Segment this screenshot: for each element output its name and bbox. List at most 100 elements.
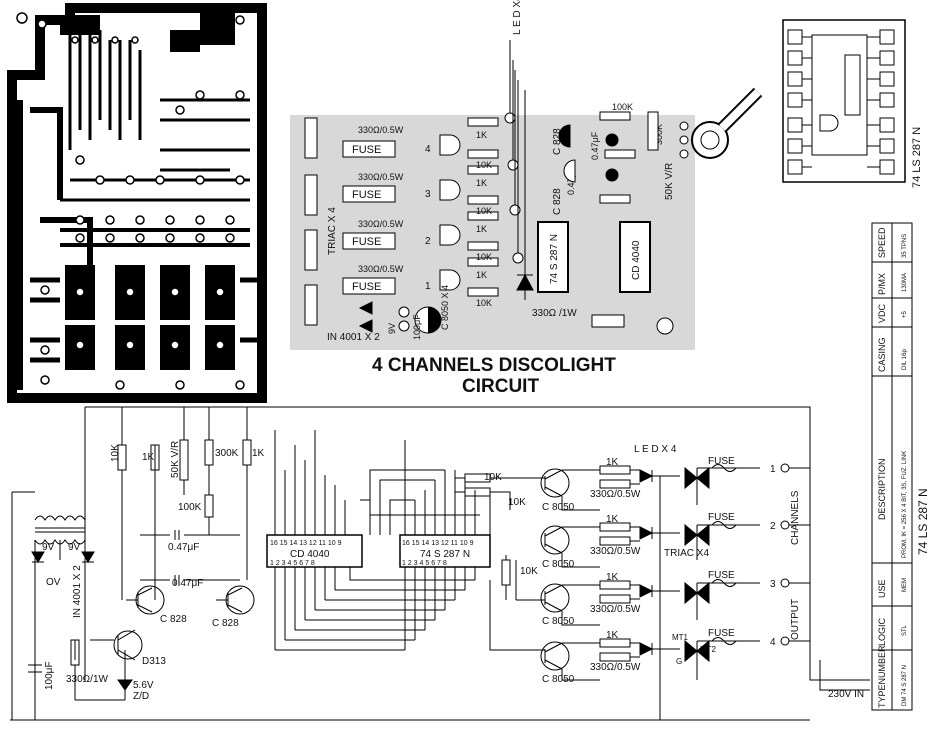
layout-triac-label: TRIAC X 4: [327, 207, 338, 255]
ic1-pins-top: 16 15 14 13 12 11 10 9: [270, 540, 342, 547]
sch-r10k-1: 10K: [484, 472, 502, 483]
table-cell-pmx: 130MA: [902, 273, 908, 292]
chip-pinout-label: 74 LS 287 N: [911, 127, 923, 188]
sch-out-3: 3: [770, 579, 776, 590]
layout-pot: 50K V/R: [664, 163, 675, 200]
sch-mt2: MT2: [700, 645, 717, 654]
sch-cap047-1: 0.47μF: [168, 542, 199, 553]
ic1-pins-bottom: 1 2 3 4 5 6 7 8: [270, 560, 315, 567]
sch-c8050-2: C 8050: [542, 559, 575, 570]
layout-r10k-3: 10K: [476, 252, 492, 262]
table-header-logic: LOGIC: [877, 617, 887, 646]
table-header-casing: CASING: [877, 337, 887, 372]
pcb-board: [0, 3, 267, 403]
layout-fuse-4: FUSE: [352, 144, 381, 156]
sch-d313: D313: [142, 656, 166, 667]
layout-c828-bottom: C 828: [552, 188, 563, 215]
sch-output: OUTPUT: [790, 599, 801, 640]
layout-9v: 9V: [387, 323, 397, 334]
table-cell-casing: DIL 16p: [902, 349, 908, 370]
sch-fuse-1: FUSE: [708, 456, 735, 467]
sch-c8050-4: C 8050: [542, 674, 575, 685]
layout-r10k-2: 10K: [476, 206, 492, 216]
table-side-label: 74 LS 287 N: [916, 488, 930, 555]
sch-triac-x4: TRIAC X4: [664, 548, 709, 559]
sch-zener-v: 5.6V: [133, 680, 154, 691]
sch-c8050-1: C 8050: [542, 502, 575, 513]
sch-cap100: 100μF: [44, 661, 55, 690]
sch-c828-2: C 828: [212, 618, 239, 629]
table-cell-vdc: +5: [902, 310, 908, 318]
sch-fuse-2: FUSE: [708, 512, 735, 523]
layout-led-label: L E D X4: [512, 0, 523, 35]
table-cell-speed: 35 TPNS: [902, 234, 908, 258]
spec-table: TYPENUMBER LOGIC USE DESCRIPTION CASING …: [871, 222, 930, 711]
sch-r1k-right: 1K: [252, 448, 265, 459]
table-header-vdc: VDC: [877, 303, 887, 323]
layout-r300k: 300K: [654, 124, 664, 145]
sch-r330-1: 330Ω/0.5W: [590, 489, 641, 500]
table-cell-logic: STL: [902, 624, 908, 636]
layout-r1k-1: 1K: [476, 130, 487, 140]
sch-r330-3: 330Ω/0.5W: [590, 604, 641, 615]
ic2-pins-bottom: 1 2 3 4 5 6 7 8: [402, 560, 447, 567]
layout-r330-1w: 330Ω /1W: [532, 308, 577, 319]
layout-r100k: 100K: [612, 102, 633, 112]
table-cell-typenumber: DM 74 S 287 N: [902, 665, 908, 706]
component-layout: TRIAC X 4 FUSE FUSE FUSE FUSE 330Ω/0.5W …: [290, 0, 763, 350]
table-header-use: USE: [877, 579, 887, 598]
table-header-typenumber: TYPENUMBER: [877, 645, 887, 708]
sch-r1k-3: 1K: [606, 572, 619, 583]
sch-r10k-2: 10K: [508, 497, 526, 508]
layout-ic-74s: 74 S 287 N: [549, 234, 560, 284]
layout-fuse-2: FUSE: [352, 236, 381, 248]
sch-r330-2: 330Ω/0.5W: [590, 546, 641, 557]
sch-out-4: 4: [770, 637, 776, 648]
sch-led-label: L E D X 4: [634, 444, 677, 455]
layout-r10k-1: 10K: [476, 160, 492, 170]
sch-mt1: MT1: [672, 633, 689, 642]
layout-diode: IN 4001 X 2: [327, 332, 380, 343]
sch-r1k-1: 1K: [606, 457, 619, 468]
sch-fuse-3: FUSE: [708, 570, 735, 581]
sch-diode: IN 4001 X 2: [72, 565, 83, 618]
sch-r1k-4: 1K: [606, 630, 619, 641]
diagram-title-line2: CIRCUIT: [462, 376, 539, 397]
layout-ch2: 2: [425, 236, 431, 247]
layout-power-section: IN 4001 X 2 9V 100μF C 8050 X 4 330Ω /1W: [327, 273, 577, 343]
layout-r330-1: 330Ω/0.5W: [358, 125, 404, 135]
layout-fuse-3: FUSE: [352, 189, 381, 201]
table-cell-description: PROM. IK = 256 X 4 BIT, 3S, FUZ. LINK: [902, 451, 908, 558]
sch-r330-1w: 330Ω/1W: [66, 674, 109, 685]
sch-g: G: [676, 657, 682, 666]
layout-c8050: C 8050 X 4: [440, 285, 450, 330]
sch-r10k-left: 10K: [110, 444, 121, 462]
layout-r10k-4: 10K: [476, 298, 492, 308]
sch-r1k-left: 1K: [142, 452, 155, 463]
sch-9v-right: 9V: [68, 542, 81, 553]
layout-cap100: 100μF: [412, 314, 422, 340]
sch-r10k-3: 10K: [520, 566, 538, 577]
layout-pot-knob: [679, 87, 763, 159]
sch-zd: Z/D: [133, 691, 149, 702]
layout-r1k-4: 1K: [476, 270, 487, 280]
ic1-name: CD 4040: [290, 549, 330, 560]
sch-r330-4: 330Ω/0.5W: [590, 662, 641, 673]
sch-r300k: 300K: [215, 448, 239, 459]
sch-channels: CHANNELS: [790, 490, 801, 545]
layout-c828-top: C 828: [552, 128, 563, 155]
sch-230v: 230V IN: [828, 689, 864, 700]
layout-ch3: 3: [425, 189, 431, 200]
sch-r1k-2: 1K: [606, 514, 619, 525]
sch-ov: OV: [46, 577, 61, 588]
layout-r330-3: 330Ω/0.5W: [358, 219, 404, 229]
layout-ch4: 4: [425, 144, 431, 155]
layout-r330-2: 330Ω/0.5W: [358, 172, 404, 182]
layout-r330-4: 330Ω/0.5W: [358, 264, 404, 274]
layout-r1k-3: 1K: [476, 224, 487, 234]
layout-fuse-1: FUSE: [352, 281, 381, 293]
sch-c828-1: C 828: [160, 614, 187, 625]
layout-ch1: 1: [425, 281, 431, 292]
sch-r100k: 100K: [178, 502, 202, 513]
